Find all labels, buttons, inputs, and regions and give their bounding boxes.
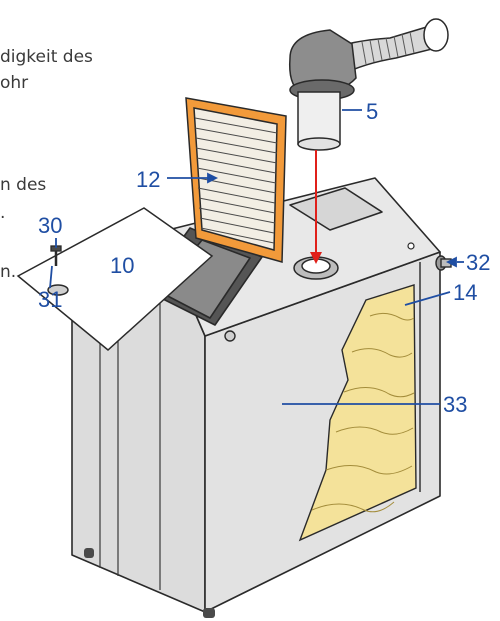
filter-mesh bbox=[193, 107, 278, 251]
lid-plate bbox=[16, 207, 214, 351]
text-fragment-5: n. bbox=[0, 262, 17, 282]
hose-ribs bbox=[361, 31, 415, 65]
insertion-arrow bbox=[310, 150, 322, 264]
hose-end-cap bbox=[423, 18, 449, 52]
leader-lines bbox=[49, 109, 464, 405]
front-knob bbox=[224, 330, 236, 342]
text-fragment-1: digkeit des bbox=[0, 47, 93, 67]
callout-32: 32 bbox=[466, 250, 490, 275]
insulation-texture bbox=[311, 312, 415, 513]
text-fragment-3: n des bbox=[0, 175, 47, 195]
callout-33: 33 bbox=[443, 392, 467, 417]
callout-14: 14 bbox=[453, 280, 477, 305]
hose-assembly bbox=[288, 18, 449, 151]
callout-5: 5 bbox=[366, 99, 378, 124]
top-rivet bbox=[407, 242, 415, 250]
filter-slats bbox=[194, 117, 278, 244]
adapter-tube bbox=[297, 91, 341, 145]
callout-31: 31 bbox=[38, 287, 62, 312]
callout-12: 12 bbox=[136, 167, 160, 192]
callout-10: 10 bbox=[110, 253, 134, 278]
text-fragment-2: ohr bbox=[0, 73, 29, 93]
cabinet-feet bbox=[84, 548, 215, 618]
lid-surface bbox=[16, 207, 214, 351]
text-fragment-4: . bbox=[0, 203, 6, 223]
callout-30: 30 bbox=[38, 213, 62, 238]
insulation-cutaway bbox=[298, 262, 421, 542]
top-outlet bbox=[293, 256, 339, 280]
filter-panel bbox=[185, 97, 287, 263]
lid-hole bbox=[47, 284, 69, 296]
